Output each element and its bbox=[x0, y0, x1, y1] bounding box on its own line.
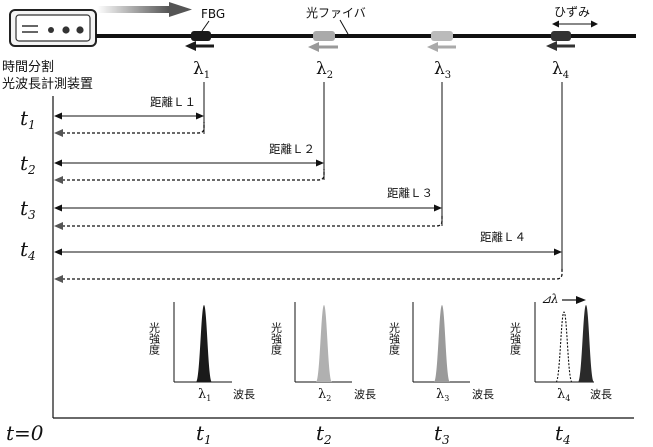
measurement-device bbox=[9, 9, 97, 47]
time-tick-3: t3 bbox=[434, 421, 450, 447]
time-origin-label: t=0 bbox=[6, 421, 44, 445]
strain-label: ひずみ bbox=[554, 5, 590, 19]
time-tick-2: t2 bbox=[316, 421, 332, 447]
distance-label-1: 距離Ｌ１ bbox=[150, 95, 196, 109]
time-tick-1: t1 bbox=[196, 421, 212, 447]
time-tick-4: t4 bbox=[555, 421, 571, 447]
spectrum-2-xlabel: 波長 bbox=[354, 388, 376, 401]
spectrum-4-xlabel: 波長 bbox=[590, 388, 612, 401]
spectrum-4-ylabel: 光強度 bbox=[509, 321, 522, 356]
fbg-sensor-2 bbox=[308, 31, 338, 52]
distance-label-4: 距離Ｌ４ bbox=[480, 230, 526, 244]
pulse-row-3 bbox=[54, 204, 443, 230]
spectrum-peak-1 bbox=[196, 305, 212, 382]
fbg-sensor-3 bbox=[427, 31, 456, 52]
device-label-1: 時間分割 bbox=[2, 59, 54, 75]
sensor-lambda-2: λ2 bbox=[316, 59, 333, 81]
fbg-leader bbox=[201, 20, 210, 32]
spectrum-peak-4-shifted bbox=[578, 305, 594, 382]
spectrum-3 bbox=[412, 302, 470, 383]
time-label-t3: t3 bbox=[20, 196, 36, 222]
device-label-2: 光波長計測装置 bbox=[2, 76, 93, 92]
distance-label-2: 距離Ｌ２ bbox=[269, 142, 315, 156]
pulse-row-2 bbox=[54, 159, 325, 184]
spectrum-3-xlabel: 波長 bbox=[472, 388, 494, 401]
shift-arrow-head bbox=[576, 296, 586, 304]
fbg-label: FBG bbox=[201, 7, 225, 21]
pulse-row-4 bbox=[54, 248, 563, 283]
spectrum-1-xlabel: 波長 bbox=[233, 388, 255, 401]
spectrum-2 bbox=[294, 302, 352, 383]
pulse-row-1 bbox=[54, 112, 205, 137]
spectrum-2-ylabel: 光強度 bbox=[270, 321, 283, 356]
spectrum-peak-2 bbox=[316, 305, 332, 382]
propagation-arrow bbox=[97, 2, 192, 17]
spectrum-4-lambda: λ4 bbox=[557, 387, 570, 403]
sensor-lambda-1: λ1 bbox=[193, 59, 210, 81]
spectrum-2-lambda: λ2 bbox=[318, 387, 331, 403]
distance-label-3: 距離Ｌ３ bbox=[387, 186, 433, 200]
fbg-sensor-4 bbox=[546, 31, 575, 51]
fiber-leader bbox=[339, 19, 349, 35]
sensor-lambda-4: λ4 bbox=[552, 59, 569, 81]
time-label-t2: t2 bbox=[20, 151, 36, 177]
spectrum-3-lambda: λ3 bbox=[436, 387, 449, 403]
fbg-sensor-1 bbox=[185, 31, 214, 51]
shift-label: ⊿λ bbox=[541, 292, 559, 306]
time-label-t4: t4 bbox=[20, 237, 36, 263]
spectrum-3-ylabel: 光強度 bbox=[388, 321, 401, 356]
spectrum-1-lambda: λ1 bbox=[198, 387, 211, 403]
strain-arrow bbox=[552, 20, 598, 28]
spectrum-1 bbox=[173, 302, 232, 383]
time-label-t1: t1 bbox=[20, 106, 36, 132]
fiber-label: 光ファイバ bbox=[306, 6, 366, 20]
spectrum-1-ylabel: 光強度 bbox=[148, 321, 161, 356]
sensor-lambda-3: λ3 bbox=[434, 59, 451, 81]
spectrum-peak-3 bbox=[434, 305, 450, 382]
spectrum-peak-4-original bbox=[555, 311, 573, 383]
spectrum-4 bbox=[534, 296, 594, 383]
